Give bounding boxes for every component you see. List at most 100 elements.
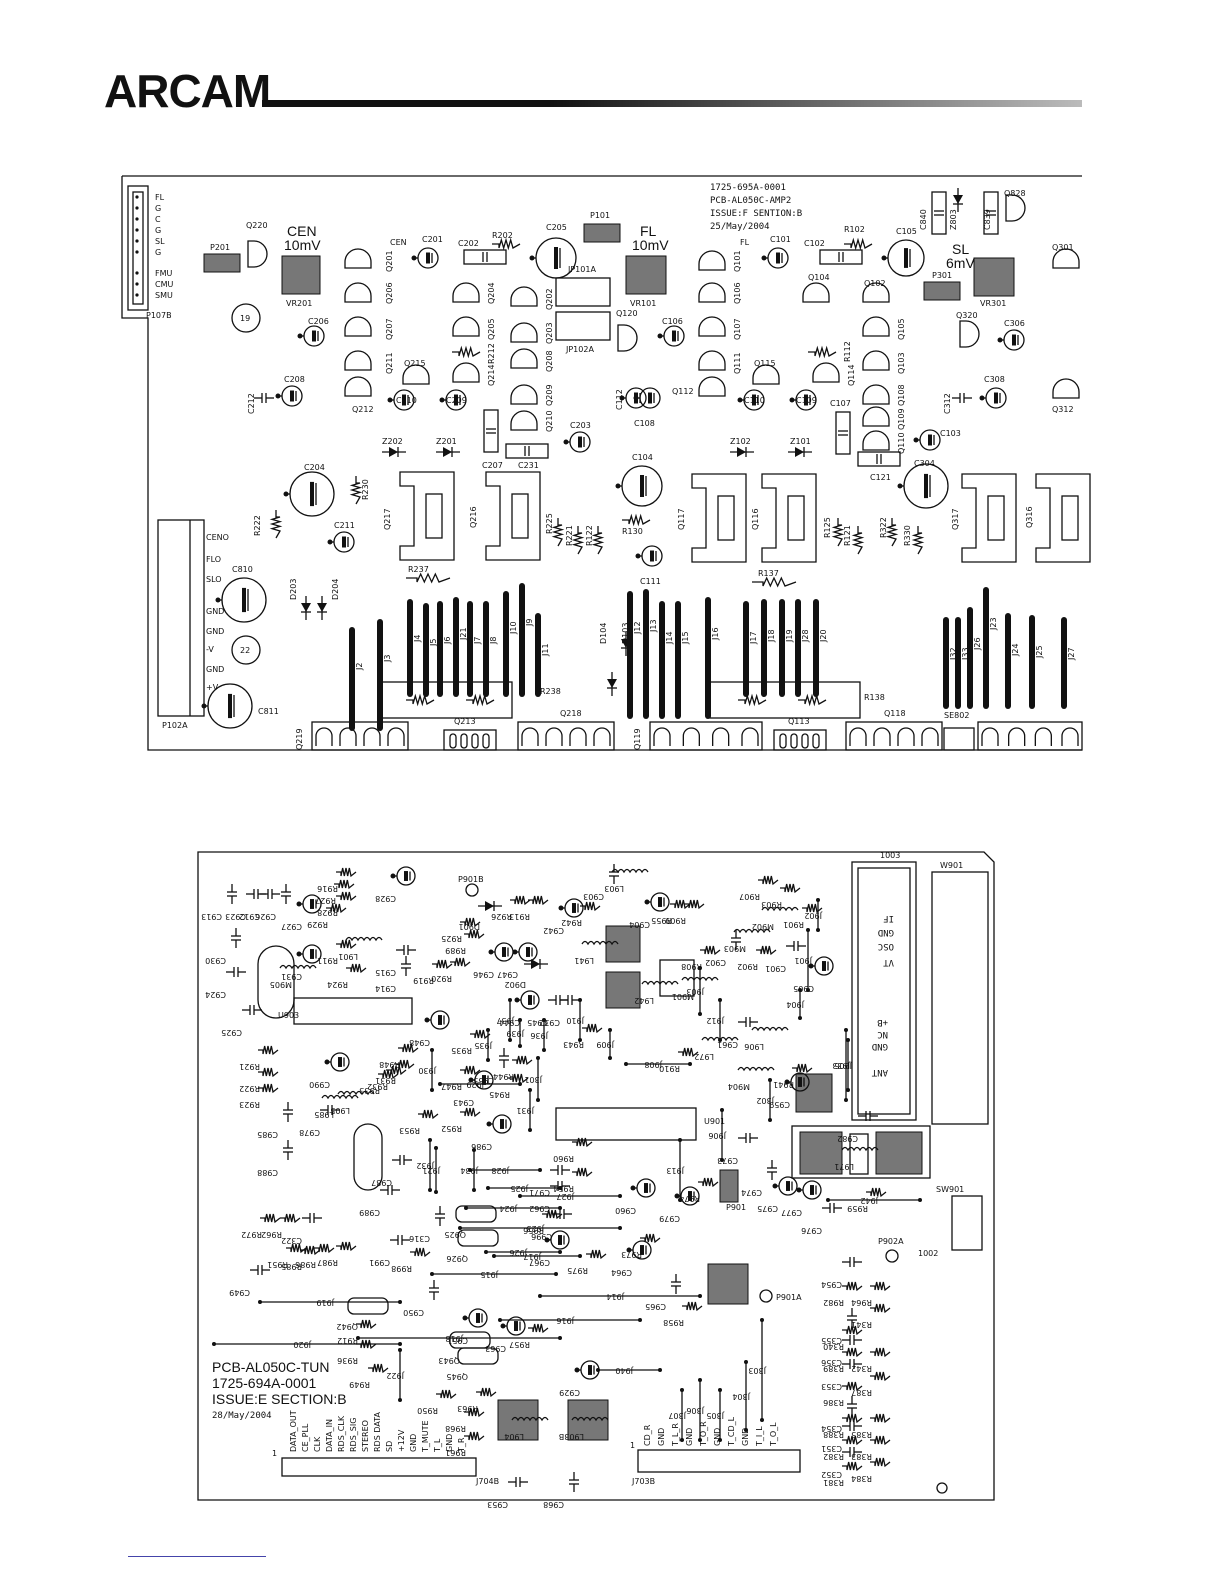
resistor-r959-label: R959 (847, 1204, 868, 1213)
capacitor-c996-label: C996 (531, 1232, 552, 1241)
transistor-q213-label: Q213 (454, 717, 476, 726)
link-j942-label: J942 (860, 1196, 879, 1205)
heatsink-5 (1035, 473, 1091, 563)
pad-p301 (923, 281, 961, 301)
capacitor-c949 (250, 1265, 270, 1275)
transistor-q206-label: Q206 (385, 282, 394, 304)
resistor-r962-label: R962 (261, 1230, 282, 1239)
capacitor-c977 (796, 1180, 822, 1200)
pot-vr101-label: VR101 (630, 299, 656, 308)
capacitor-c989-label: C989 (359, 1208, 380, 1217)
capacitor-c209 (439, 389, 467, 411)
diode-z101 (788, 447, 812, 457)
transistor-q320 (959, 320, 980, 348)
p102a-pin-slo-2: SLO (206, 575, 222, 584)
transistor-q218-label: Q218 (560, 709, 582, 718)
resistor-r998-label: R998 (391, 1264, 412, 1273)
connector-j703b-pin1: 1 (630, 1441, 635, 1450)
capacitor-c202 (463, 249, 507, 265)
transistor-q111 (698, 350, 726, 371)
inductor-l906-label: L906 (744, 1042, 764, 1051)
transistor-q114 (812, 362, 840, 383)
resistor-r960-label: R960 (553, 1154, 574, 1163)
capacitor-c991-label: C991 (369, 1258, 390, 1267)
capacitor-c231 (505, 443, 549, 459)
capacitor-c108-label: C108 (634, 419, 655, 428)
resistor-r916-label: R916 (317, 884, 338, 893)
resistor-r975-label: R975 (567, 1266, 588, 1275)
resistor-r951 (286, 1243, 307, 1254)
inductor-m905-label: M905 (270, 980, 292, 989)
resistor-r941-label: R941 (773, 1080, 794, 1089)
filter-l971-c (849, 1133, 869, 1175)
capacitor-c121-label: C121 (870, 473, 891, 482)
p102a-pin--v-7: +V (206, 683, 219, 692)
inductor-l905-label: L905 (330, 1106, 350, 1115)
resistor-r202 (492, 237, 521, 251)
capacitor-c953-label: C953 (487, 1500, 508, 1509)
inductor-m901-label: M901 (672, 992, 694, 1001)
resistor-r924 (346, 963, 367, 974)
resistor-r907-label: R907 (739, 892, 760, 901)
capacitor-c927-label: C927 (281, 922, 302, 931)
resistor-r927 (334, 879, 355, 890)
link-j12-label: J12 (633, 621, 642, 635)
resistor-r968 (464, 1407, 485, 1418)
j703b-pin-t-l-r-2: T_L_R (671, 1423, 680, 1447)
resistor-r137 (752, 576, 797, 588)
pad-p901b (465, 883, 479, 897)
transistor-q106 (698, 282, 726, 303)
resistor-r947 (460, 1065, 481, 1076)
capacitor-c925 (242, 1005, 262, 1015)
resistor-r931-label: R931 (375, 1076, 396, 1085)
inductor-m904-label: M904 (728, 1082, 750, 1091)
capacitor-c973-label: C973 (717, 1156, 738, 1165)
transistor-q114-label: Q114 (847, 364, 856, 386)
link-j916-label: J916 (556, 1316, 575, 1325)
capacitor-c203 (563, 431, 591, 453)
capacitor-c947 (512, 942, 538, 962)
resistor-r926-label: R926 (491, 912, 512, 921)
transistor-q211 (344, 350, 372, 371)
j703b-pin-t-o-r-4: T_O_R (699, 1421, 708, 1447)
resistor-r963-label: R963 (457, 1404, 478, 1413)
j704b-pin-data-in-3: DATA_IN (325, 1419, 334, 1452)
pad-p901a (759, 1289, 773, 1303)
tuner-board-outline (197, 851, 995, 1501)
capacitor-c905 (808, 956, 834, 976)
amp-board-outline (121, 175, 1082, 751)
pad-p901a-label: P901A (776, 1293, 802, 1302)
tun-part-number: 1725-694A-0001 (212, 1375, 317, 1391)
label-1002: 1002 (918, 1249, 938, 1258)
capacitor-c931-label: C931 (281, 972, 302, 981)
capacitor-c987 (392, 1155, 412, 1165)
link-j929-label: J929 (466, 1080, 485, 1089)
pot-vr101 (625, 255, 667, 295)
link-j939-label: J939 (506, 1029, 525, 1038)
transistor-q204 (452, 282, 480, 303)
capacitor-c840-label: C840 (919, 209, 928, 230)
connector-p107b (127, 185, 149, 311)
capacitor-c108 (633, 387, 661, 409)
heatsink-3 (761, 473, 817, 563)
transistor-q102-label: Q102 (864, 279, 886, 288)
capacitor-c121 (857, 451, 901, 467)
link-j913-label: J913 (666, 1166, 685, 1175)
capacitor-c912 (260, 889, 280, 899)
transistor-q117-label: Q117 (677, 508, 686, 530)
tuner-module-pin--b-4: +B (877, 1017, 888, 1027)
resistor-r985-label: R985 (281, 1262, 302, 1271)
amp-part-number: 1725-695A-0001 (710, 183, 786, 193)
capacitor-c989 (380, 1185, 400, 1195)
capacitor-c212 (254, 393, 274, 403)
capacitor-c811 (201, 683, 253, 729)
diode-z202-label: Z202 (382, 437, 403, 446)
inductor-l901 (345, 936, 383, 942)
resistor-r384-label: R384 (851, 1474, 872, 1483)
heatsink-1 (485, 471, 541, 561)
pot-vr201 (281, 255, 321, 295)
diode-z803 (953, 188, 963, 212)
output-connector-2 (649, 721, 763, 751)
capacitor-c985-label: C985 (257, 1130, 278, 1139)
resistor-r911 (336, 939, 357, 950)
